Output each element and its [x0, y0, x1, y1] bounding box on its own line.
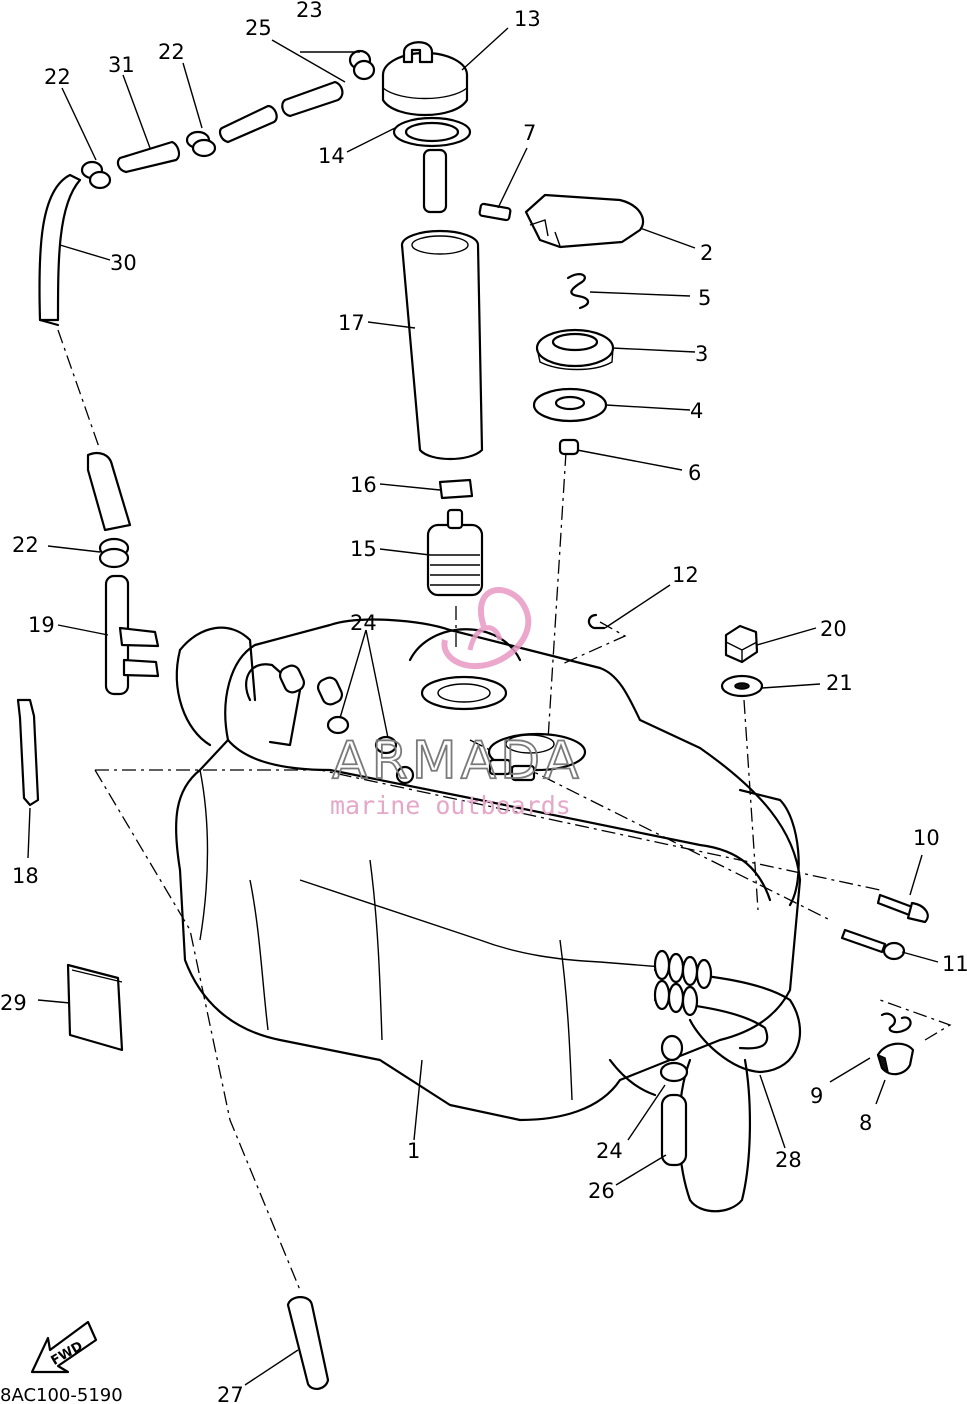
callout-2: 2 [700, 241, 713, 265]
callout-16: 16 [350, 473, 377, 497]
fuel-tank [175, 618, 802, 1213]
callout-31: 31 [108, 53, 135, 77]
drawing-code: 8AC100-5190 [0, 1385, 123, 1404]
filler-cap-assembly [381, 41, 484, 460]
callout-10: 10 [913, 826, 940, 850]
callout-27: 27 [217, 1383, 244, 1404]
callout-26: 26 [588, 1179, 615, 1203]
callout-17: 17 [338, 311, 365, 335]
watermark-brand: ARMADA [332, 731, 583, 791]
callout-4: 4 [690, 399, 703, 423]
callout-29: 29 [0, 991, 27, 1015]
callout-14: 14 [318, 144, 345, 168]
watermark-logo [441, 587, 532, 670]
callout-22-a: 22 [44, 65, 71, 89]
callout-5: 5 [698, 286, 711, 310]
callout-19: 19 [28, 613, 55, 637]
leader-lines [27, 27, 939, 1386]
callout-6: 6 [688, 461, 701, 485]
bolts [840, 893, 929, 1076]
callout-25: 25 [245, 16, 272, 40]
callout-18: 18 [12, 864, 39, 888]
callout-22-b: 22 [158, 40, 185, 64]
fuel-hose [653, 949, 802, 1074]
callout-13: 13 [514, 7, 541, 31]
callout-15: 15 [350, 537, 377, 561]
callout-8: 8 [859, 1111, 872, 1135]
callout-9: 9 [810, 1084, 823, 1108]
callout-24-a: 24 [350, 611, 377, 635]
callout-20: 20 [820, 617, 847, 641]
callout-24-b: 24 [596, 1139, 623, 1163]
callout-30: 30 [110, 251, 137, 275]
vent-line-parts [16, 49, 415, 1390]
callout-22-c: 22 [12, 533, 39, 557]
callout-1: 1 [407, 1139, 420, 1163]
fuel-filter [426, 478, 484, 597]
drain-hose [659, 1034, 689, 1167]
callout-11: 11 [942, 952, 967, 976]
callout-21: 21 [826, 671, 853, 695]
callout-23: 23 [296, 0, 323, 22]
callout-7: 7 [523, 121, 536, 145]
watermark-tagline: marine outboards [330, 791, 571, 820]
callout-12: 12 [672, 563, 699, 587]
callout-3: 3 [695, 342, 708, 366]
fuel-cock-parts [478, 193, 645, 456]
callout-28: 28 [775, 1148, 802, 1172]
nut-washer [587, 613, 764, 698]
